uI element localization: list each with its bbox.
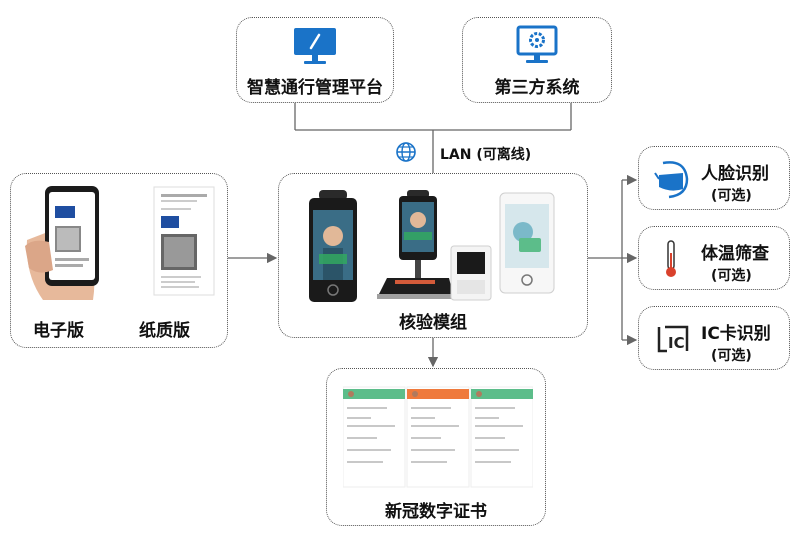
tablet-terminal-image bbox=[499, 192, 555, 294]
ic-card-box: IC IC卡识别 (可选) bbox=[638, 306, 790, 370]
phone-in-hand-image bbox=[25, 186, 99, 300]
digital-certificate-label: 新冠数字证书 bbox=[385, 502, 487, 522]
temperature-terminal-image bbox=[377, 190, 455, 299]
verification-module-label: 核验模组 bbox=[399, 313, 467, 333]
certificate-screens-image bbox=[343, 386, 533, 488]
third-party-box: 第三方系统 bbox=[462, 17, 612, 103]
monitor-gear-icon bbox=[516, 25, 558, 63]
face-mask-icon bbox=[654, 161, 689, 199]
svg-text:IC: IC bbox=[668, 334, 685, 352]
monitor-slash-icon bbox=[294, 28, 336, 64]
qr-scanner-image bbox=[450, 245, 492, 301]
platform-label: 智慧通行管理平台 bbox=[247, 78, 383, 98]
face-terminal-image bbox=[309, 190, 357, 302]
temperature-screening-note: (可选) bbox=[711, 268, 752, 284]
face-recognition-box: 人脸识别 (可选) bbox=[638, 146, 790, 210]
thermometer-icon bbox=[666, 240, 676, 277]
verification-module-box: 核验模组 bbox=[278, 173, 588, 338]
ic-card-icon: IC bbox=[657, 325, 689, 353]
third-party-label: 第三方系统 bbox=[494, 78, 580, 98]
temperature-screening-box: 体温筛查 (可选) bbox=[638, 226, 790, 290]
temperature-screening-title: 体温筛查 bbox=[701, 244, 769, 264]
paper-label: 纸质版 bbox=[139, 321, 190, 341]
face-recognition-title: 人脸识别 bbox=[701, 164, 769, 184]
digital-certificate-box: 新冠数字证书 bbox=[326, 368, 546, 526]
paper-certificate-image bbox=[153, 186, 215, 296]
credentials-box: 电子版 纸质版 bbox=[10, 173, 228, 348]
lan-label: LAN (可离线) bbox=[440, 147, 532, 163]
platform-box: 智慧通行管理平台 bbox=[236, 17, 394, 103]
ic-card-title: IC卡识别 bbox=[701, 324, 771, 344]
ic-card-note: (可选) bbox=[711, 348, 752, 364]
electronic-label: 电子版 bbox=[33, 321, 84, 341]
face-recognition-note: (可选) bbox=[711, 188, 752, 204]
globe-icon bbox=[396, 142, 416, 162]
